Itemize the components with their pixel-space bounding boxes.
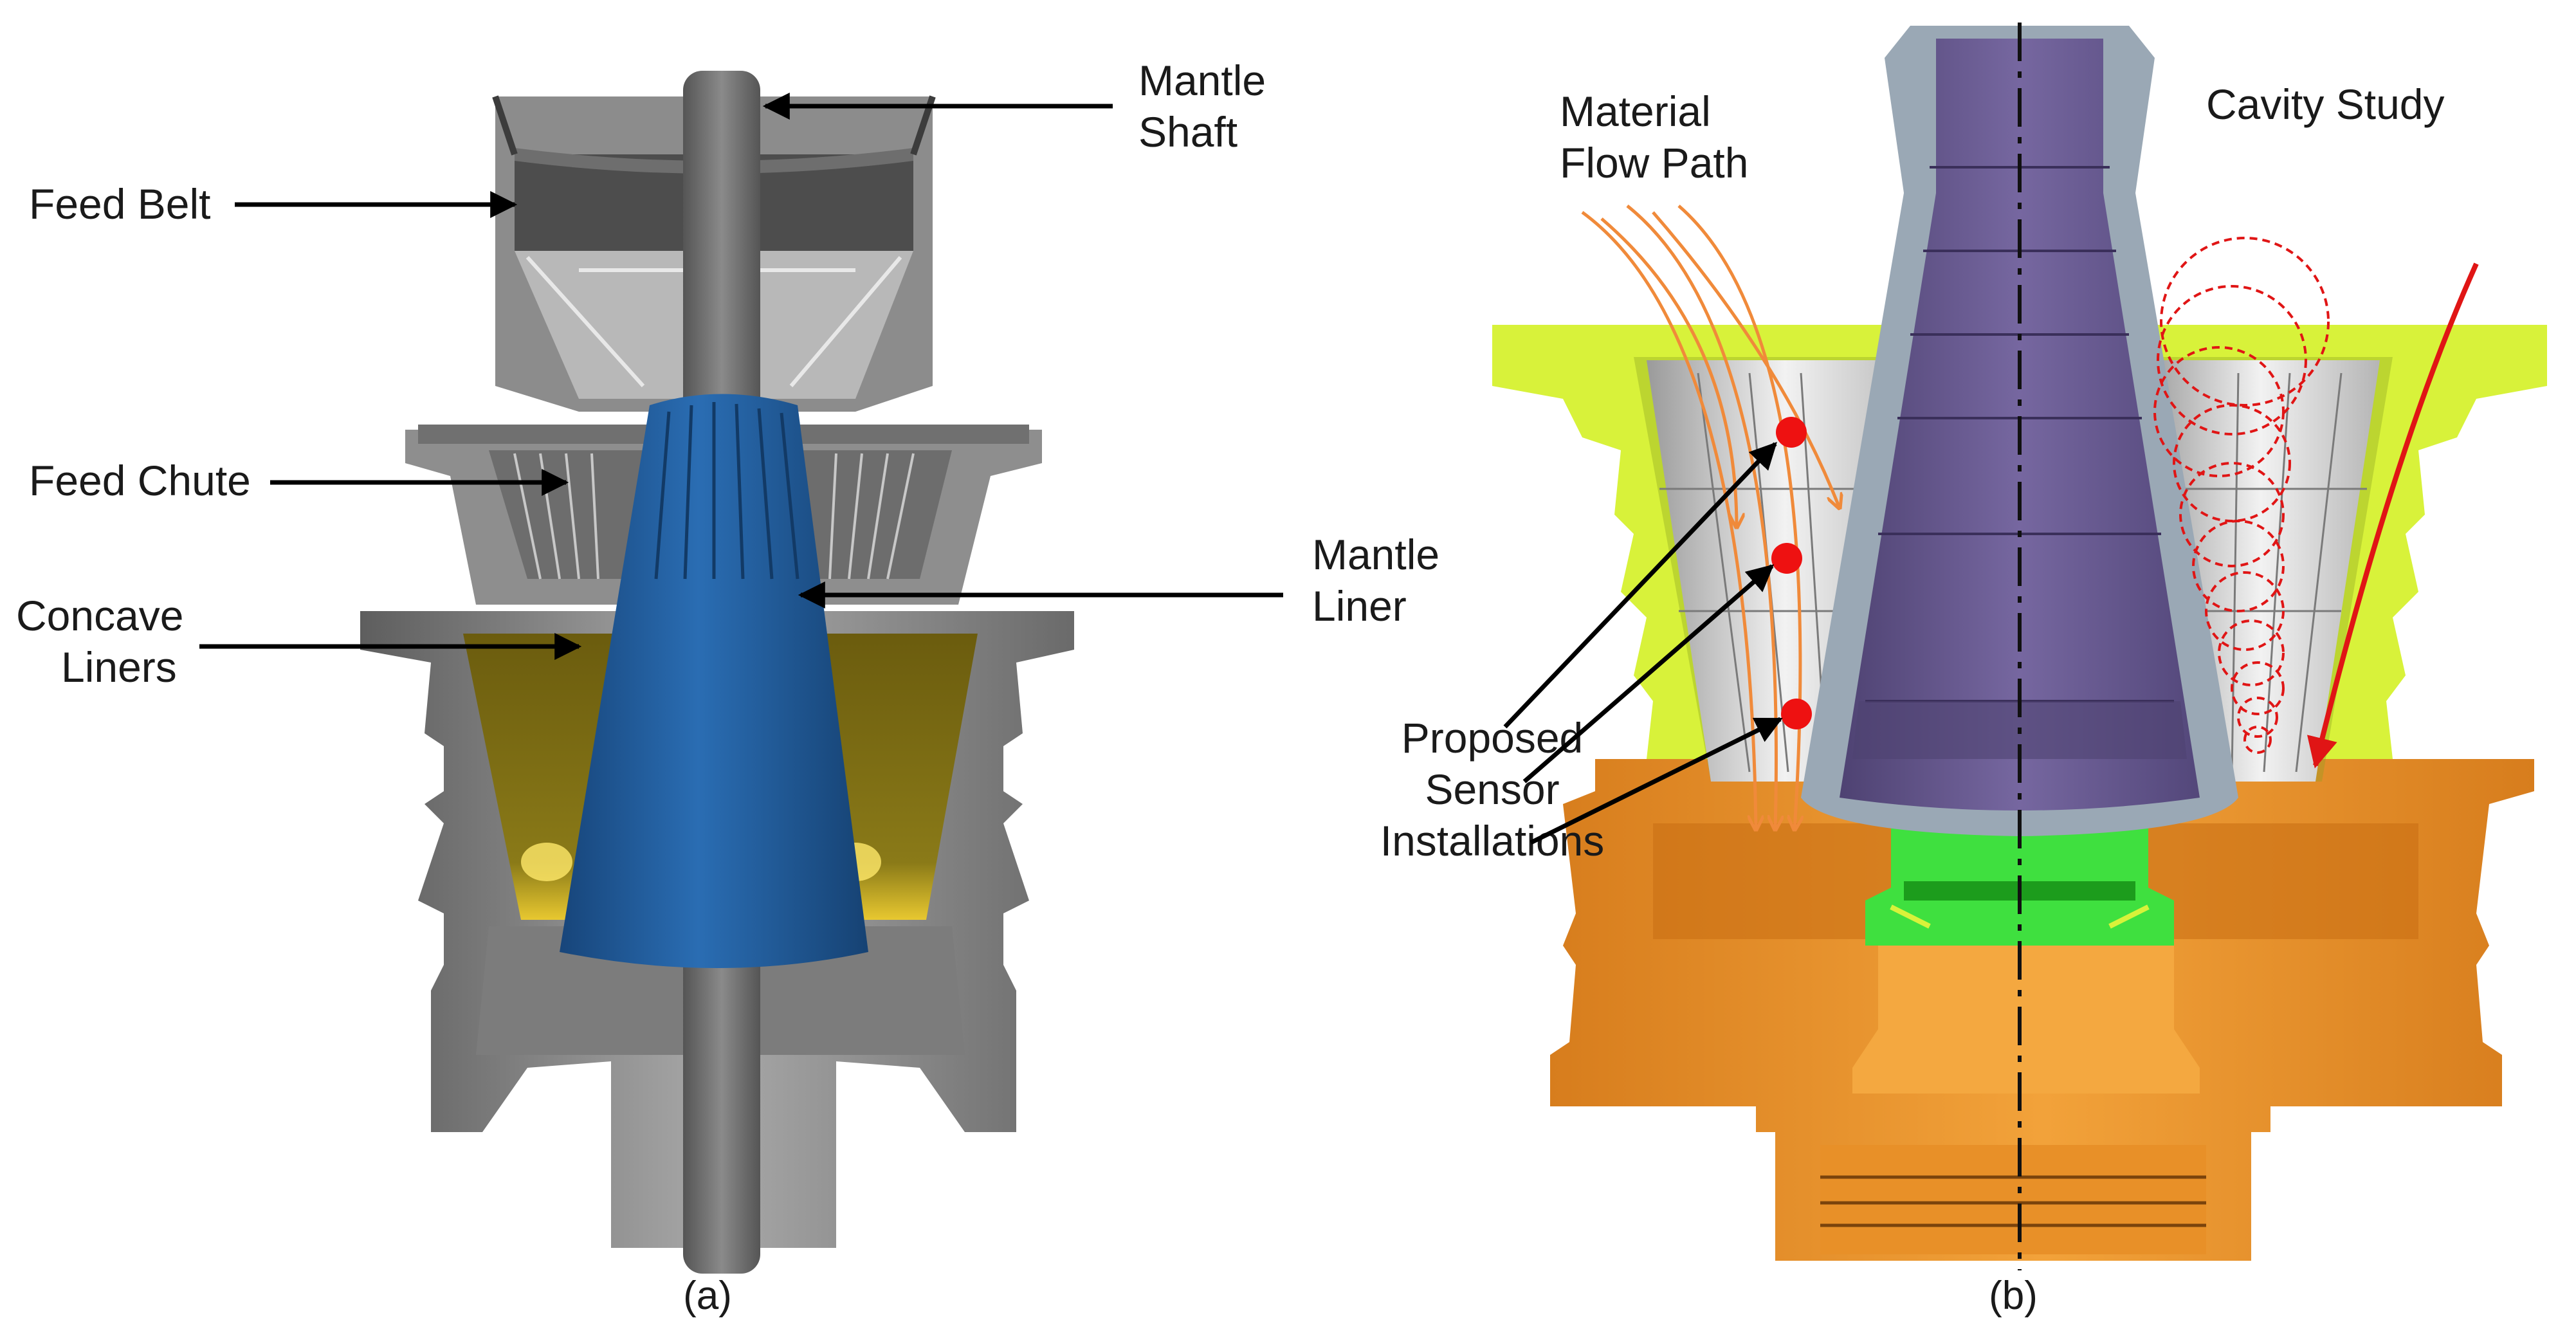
label-proposed-sensor-installations: Proposed Sensor Installations bbox=[1380, 441, 1783, 865]
arrow-sensor-3 bbox=[1530, 717, 1783, 845]
label-mantle-liner-line1: Mantle bbox=[1312, 531, 1439, 578]
label-mantle-shaft-line2: Shaft bbox=[1138, 108, 1238, 156]
label-material-flow-line1: Material bbox=[1560, 87, 1711, 135]
label-concave-liners-line1: Concave bbox=[16, 592, 184, 639]
panel-a: Mantle Shaft Feed Belt Feed Chute Concav… bbox=[16, 57, 1439, 1318]
label-material-flow-line2: Flow Path bbox=[1560, 139, 1748, 187]
arrow-sensor-1 bbox=[1503, 441, 1777, 729]
base-frame-drawing bbox=[1550, 759, 2534, 1261]
label-sensor-line2: Sensor bbox=[1425, 765, 1559, 813]
caption-panel-b: (b) bbox=[1989, 1274, 2038, 1318]
mantle-liner-drawing bbox=[560, 394, 868, 968]
label-material-flow-path: Material Flow Path bbox=[1560, 87, 1748, 187]
label-cavity-study: Cavity Study bbox=[2206, 80, 2444, 128]
sensor-marker-2 bbox=[1771, 543, 1802, 574]
label-mantle-shaft-line1: Mantle bbox=[1138, 57, 1266, 104]
label-feed-chute-text: Feed Chute bbox=[29, 457, 251, 504]
label-mantle-shaft: Mantle Shaft bbox=[762, 57, 1266, 156]
label-feed-chute: Feed Chute bbox=[29, 457, 569, 504]
label-sensor-line1: Proposed bbox=[1402, 714, 1584, 762]
arrow-sensor-2 bbox=[1522, 564, 1775, 783]
label-feed-belt: Feed Belt bbox=[29, 180, 518, 228]
label-concave-liners: Concave Liners bbox=[16, 592, 582, 691]
label-mantle-liner-line2: Liner bbox=[1312, 582, 1407, 630]
label-feed-belt-text: Feed Belt bbox=[29, 180, 211, 228]
cavity-flow-arrow bbox=[2307, 262, 2479, 769]
label-mantle-liner: Mantle Liner bbox=[798, 531, 1439, 630]
caption-panel-a: (a) bbox=[683, 1274, 732, 1318]
sensor-marker-1 bbox=[1776, 417, 1807, 448]
panel-b: Material Flow Path Cavity Study Proposed… bbox=[1380, 23, 2547, 1318]
cavity-study-circles bbox=[2153, 237, 2330, 754]
sensor-marker-3 bbox=[1781, 699, 1812, 729]
label-concave-liners-line2: Liners bbox=[61, 643, 177, 691]
